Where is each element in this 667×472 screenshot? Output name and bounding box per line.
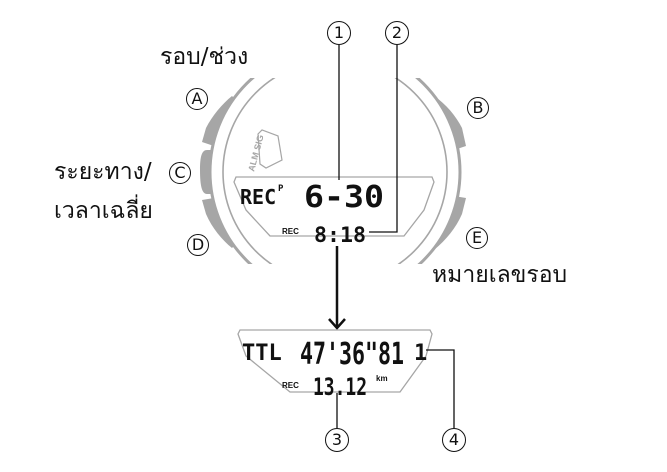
a-function-label: รอบ/ช่วง	[160, 44, 249, 70]
c-function-label-line1: ระยะทาง/	[54, 159, 152, 185]
alm-sig-indicator	[257, 129, 283, 169]
bottom-lcd-outline	[237, 329, 433, 393]
mode-label: REC	[240, 185, 276, 209]
lap-digit: 1	[414, 341, 427, 366]
sub-value: 8:18	[314, 223, 366, 247]
button-b-label: B	[467, 97, 489, 119]
leader-line-2	[369, 45, 398, 233]
c-function-label-line2: เวลาเฉลี่ย	[54, 198, 153, 224]
e-function-label: หมายเลขรอบ	[432, 262, 568, 288]
button-c-label: C	[169, 162, 191, 184]
lcd-outline	[233, 176, 435, 237]
arrow-head	[328, 318, 346, 330]
bottom-sub-label: REC	[282, 381, 299, 390]
button-a-label: A	[186, 88, 208, 110]
sub-label: REC	[282, 227, 299, 236]
mode-superscript: P	[278, 184, 284, 194]
inner-bezel	[222, 78, 448, 264]
total-label: TTL	[242, 341, 282, 366]
callout-3: 3	[325, 428, 349, 452]
distance-value: 13.12	[313, 373, 367, 401]
watch-case: ALM SIG	[200, 78, 466, 264]
distance-unit: km	[376, 374, 388, 383]
callout-1: 1	[327, 21, 351, 45]
total-time: 47'36"81	[300, 337, 404, 372]
leader-line-4	[426, 349, 455, 428]
button-e-label: E	[466, 227, 488, 249]
button-d-label: D	[187, 234, 209, 256]
callout-2: 2	[385, 21, 409, 45]
main-value: 6-30	[304, 180, 384, 215]
callout-4: 4	[442, 428, 466, 452]
